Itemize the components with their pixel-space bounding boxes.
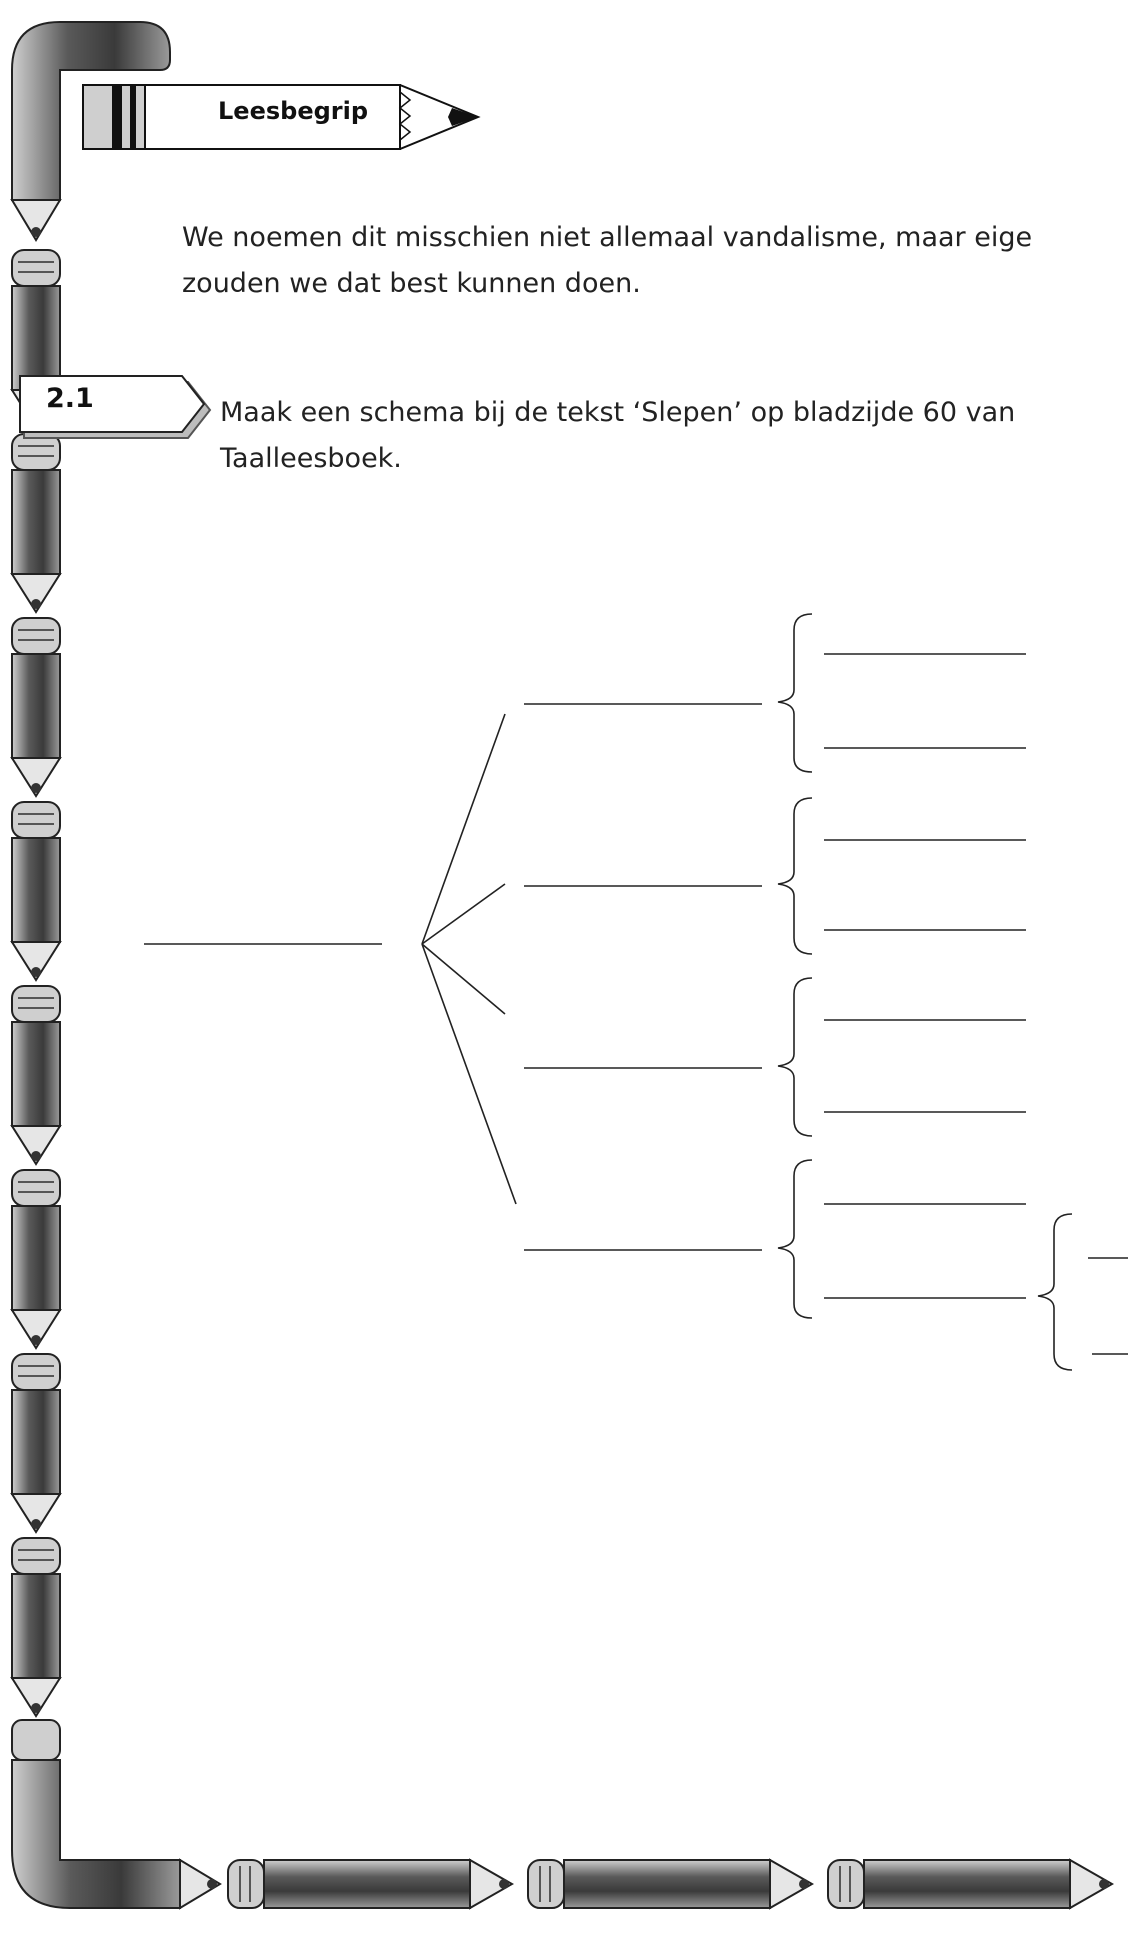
- pencil-icon: [10, 433, 62, 614]
- task-number-badge: [19, 375, 212, 439]
- pencil-icon: [10, 1353, 62, 1534]
- intro-line: We noemen dit misschien niet allemaal va…: [182, 222, 1033, 253]
- task-line: Maak een schema bij de tekst ‘Slepen’ op…: [220, 397, 1016, 428]
- task-instruction: Maak een schema bij de tekst ‘Slepen’ op…: [220, 390, 1015, 482]
- pencil-icon: [10, 617, 62, 798]
- pencil-icon: [10, 985, 62, 1166]
- pencil-icon: [10, 21, 171, 242]
- task-line: Taalleesboek.: [220, 443, 402, 474]
- intro-line: zouden we dat best kunnen doen.: [182, 268, 641, 299]
- pencil-icon: [227, 1858, 515, 1910]
- pencil-icon: [527, 1858, 815, 1910]
- pencil-icon: [10, 249, 62, 430]
- section-title: Leesbegrip: [218, 97, 369, 125]
- pencil-icon: [10, 1169, 62, 1350]
- intro-text: We noemen dit misschien niet allemaal va…: [182, 215, 1032, 307]
- pencil-icon: [11, 1719, 222, 1910]
- section-header-banner: [82, 84, 481, 150]
- pencil-icon: [10, 1537, 62, 1718]
- pencil-icon: [10, 801, 62, 982]
- pencil-icon: [827, 1858, 1115, 1910]
- task-number: 2.1: [46, 383, 94, 414]
